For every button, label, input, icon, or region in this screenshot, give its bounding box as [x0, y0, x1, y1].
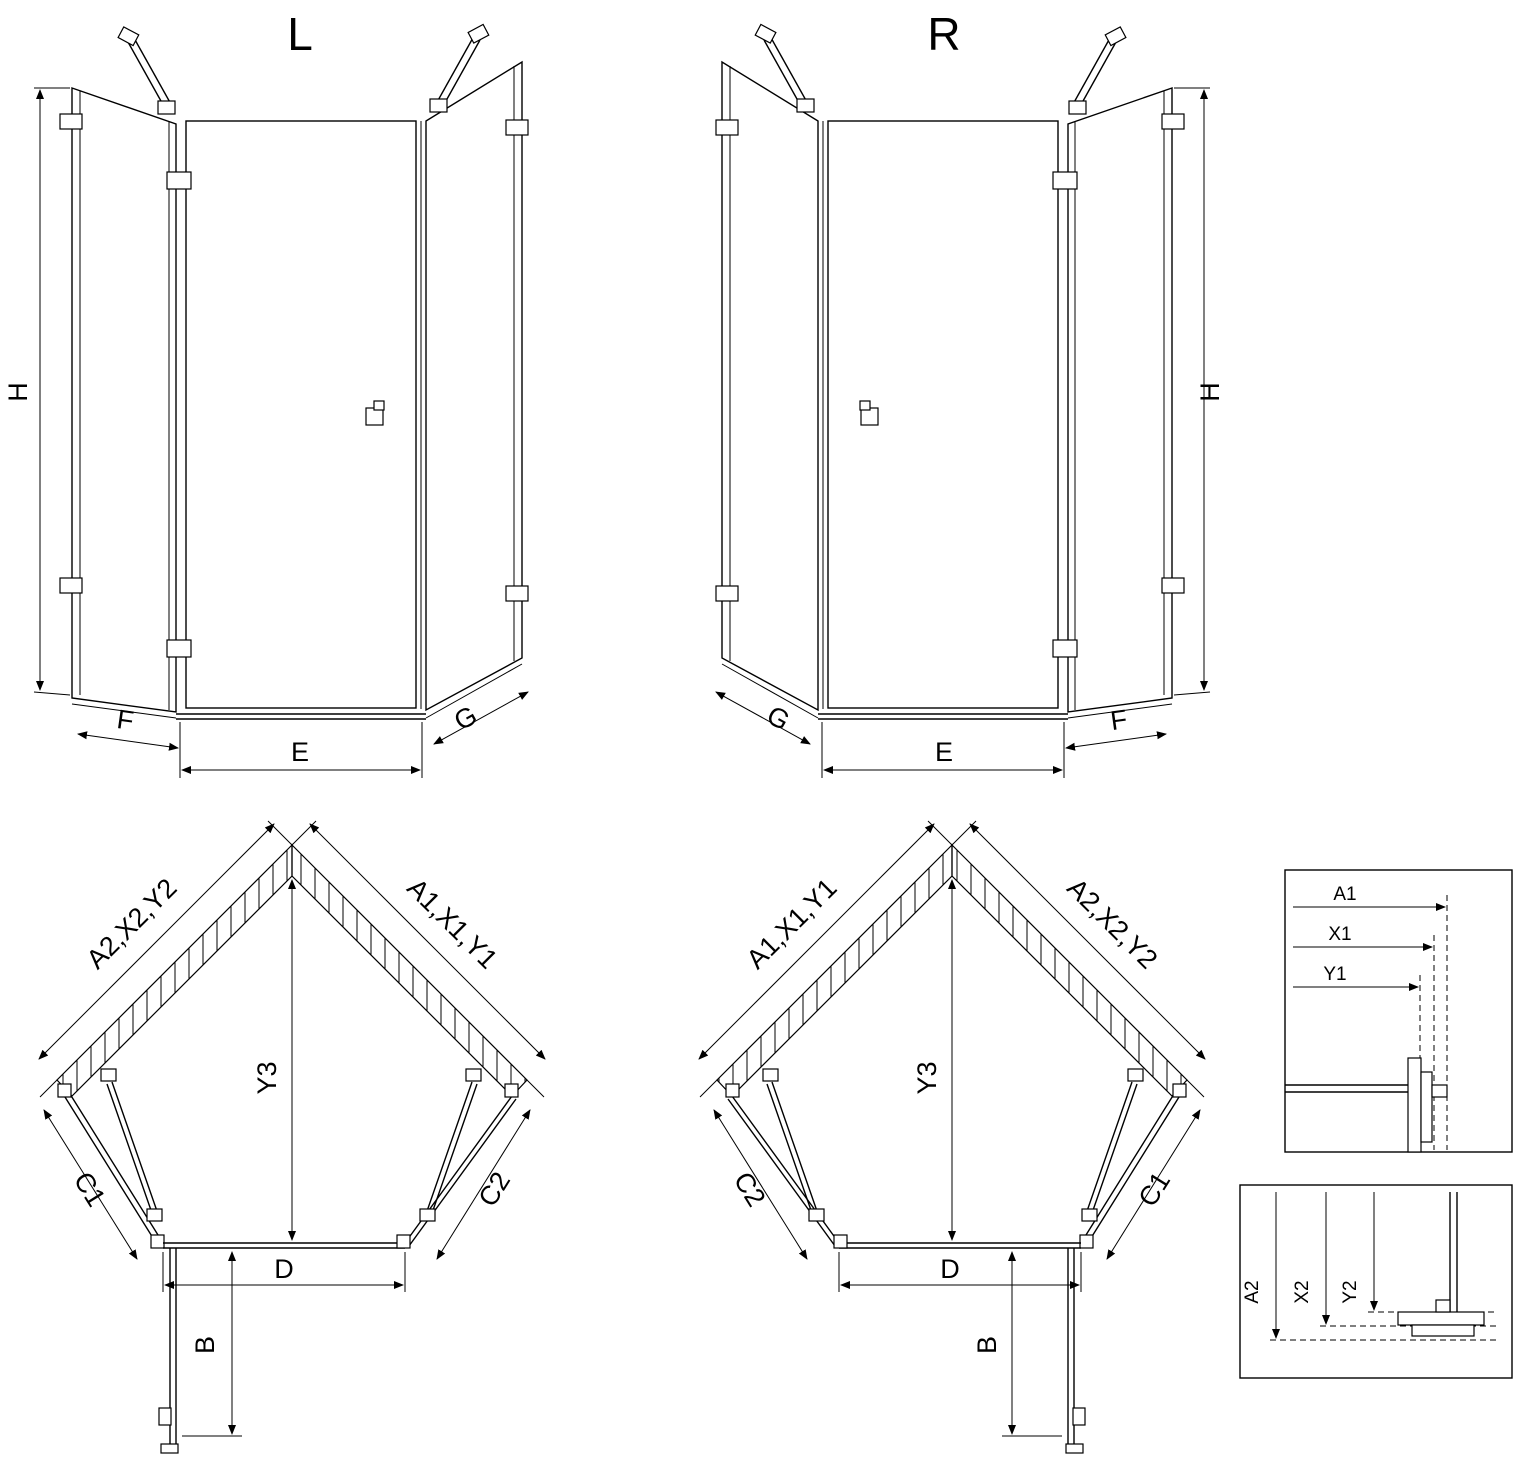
dim-label-g-r: G	[762, 700, 795, 736]
detail-top-y1-label: Y1	[1323, 964, 1346, 985]
plan-l-d-label: D	[274, 1254, 294, 1284]
dim-label-g-l: G	[449, 700, 482, 736]
plan-r-d-label: D	[940, 1254, 960, 1284]
plan-right-drawing	[699, 821, 1205, 1453]
dim-label-f-l: F	[115, 704, 136, 736]
detail-bottom-a2-label: A2	[1242, 1280, 1263, 1303]
detail-top-a1-label: A1	[1333, 884, 1356, 905]
unit-r-title: R	[927, 8, 960, 60]
plan-l-upper-left-label: A2,X2,Y2	[81, 873, 183, 975]
plan-r-c2-label: C2	[728, 1167, 772, 1212]
dim-label-h-r: H	[1195, 382, 1225, 402]
plan-l-c1-label: C1	[68, 1167, 112, 1212]
dim-label-e-l: E	[291, 737, 309, 767]
plan-left-drawing	[39, 821, 545, 1453]
detail-box-bottom: A2 X2 Y2	[1239, 1184, 1513, 1379]
elevation-right-drawing	[716, 24, 1210, 778]
dim-label-f-r: F	[1108, 704, 1129, 736]
plan-r-c1-label: C1	[1133, 1167, 1177, 1212]
plan-l-c2-label: C2	[473, 1167, 517, 1212]
plan-l-y3-label: Y3	[252, 1061, 282, 1094]
detail-top-x1-label: X1	[1328, 924, 1351, 945]
detail-bottom-x2-label: X2	[1292, 1280, 1313, 1303]
unit-l-title: L	[287, 8, 313, 60]
plan-r-y3-label: Y3	[912, 1061, 942, 1094]
plan-l-b-label: B	[190, 1336, 220, 1354]
plan-r-upper-left-label: A1,X1,Y1	[741, 873, 843, 975]
detail-box-top: A1 X1 Y1	[1284, 869, 1513, 1153]
dim-label-e-r: E	[935, 737, 953, 767]
detail-bottom-y2-label: Y2	[1340, 1280, 1361, 1303]
plan-r-b-label: B	[972, 1336, 1002, 1354]
plan-l-upper-right-label: A1,X1,Y1	[401, 873, 503, 975]
elevation-left-drawing	[34, 24, 528, 778]
dim-label-h-l: H	[3, 382, 33, 402]
plan-r-upper-right-label: A2,X2,Y2	[1061, 873, 1163, 975]
